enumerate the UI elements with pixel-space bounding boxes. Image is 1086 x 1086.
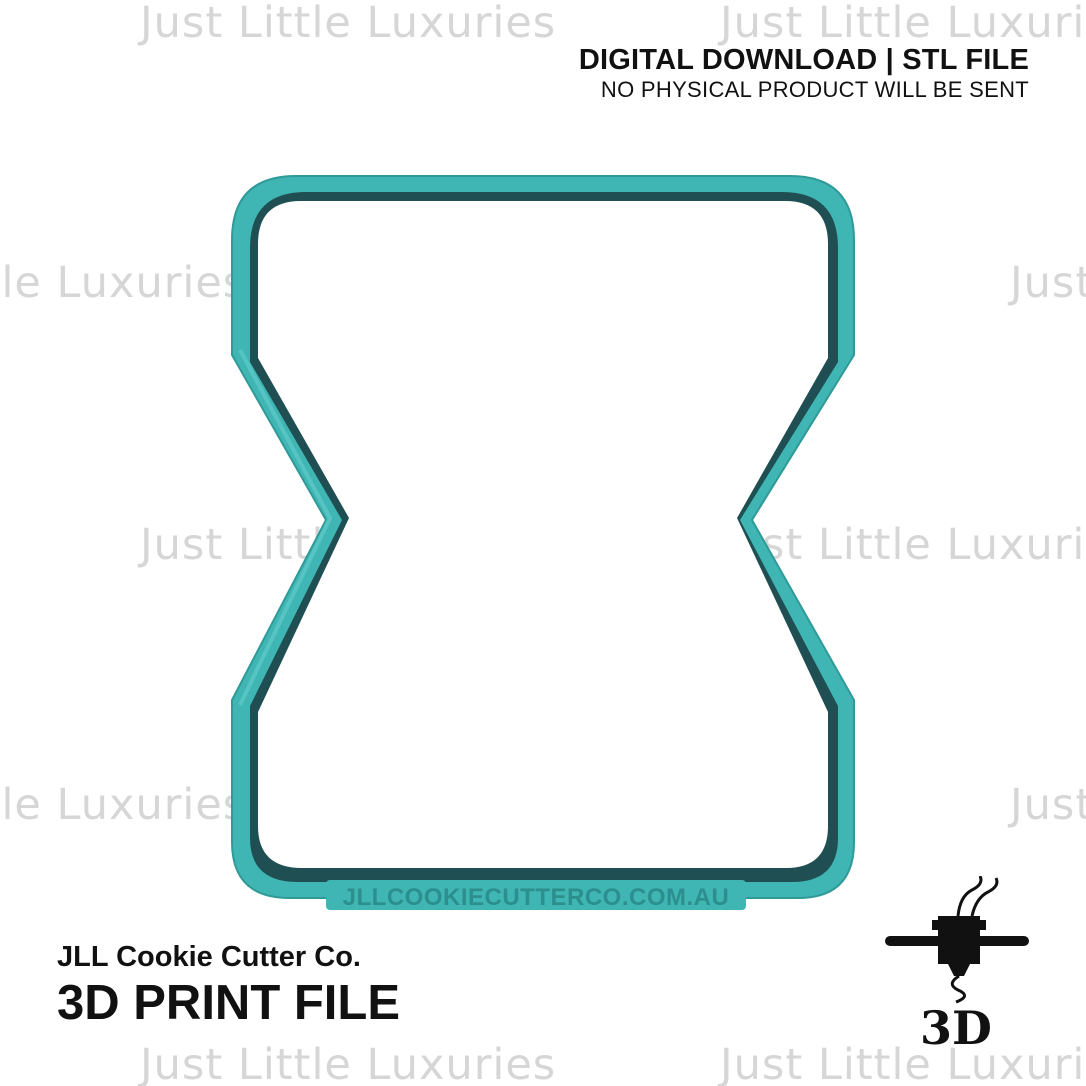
cutter-engraving-tab — [326, 880, 746, 910]
cutter-outline: JLLCOOKIECUTTERCO.COM.AU — [231, 175, 855, 911]
header-title: DIGITAL DOWNLOAD | STL FILE — [578, 44, 1029, 76]
3d-printer-nozzle-icon: 3D — [885, 876, 1029, 1051]
brand-name: JLL Cookie Cutter Co. — [57, 941, 361, 973]
cutter-highlight — [238, 349, 333, 706]
product-header: DIGITAL DOWNLOAD | STL FILE NO PHYSICAL … — [579, 44, 1029, 104]
cutter-opening — [258, 201, 828, 868]
brand-file-label: 3D PRINT FILE — [57, 975, 401, 1030]
header-subtitle: NO PHYSICAL PRODUCT WILL BE SENT — [600, 77, 1029, 103]
brand-block: JLL Cookie Cutter Co. 3D PRINT FILE — [57, 940, 400, 1031]
cutter-engraving: JLLCOOKIECUTTERCO.COM.AU — [343, 884, 730, 911]
3d-label: 3D — [920, 1001, 992, 1051]
